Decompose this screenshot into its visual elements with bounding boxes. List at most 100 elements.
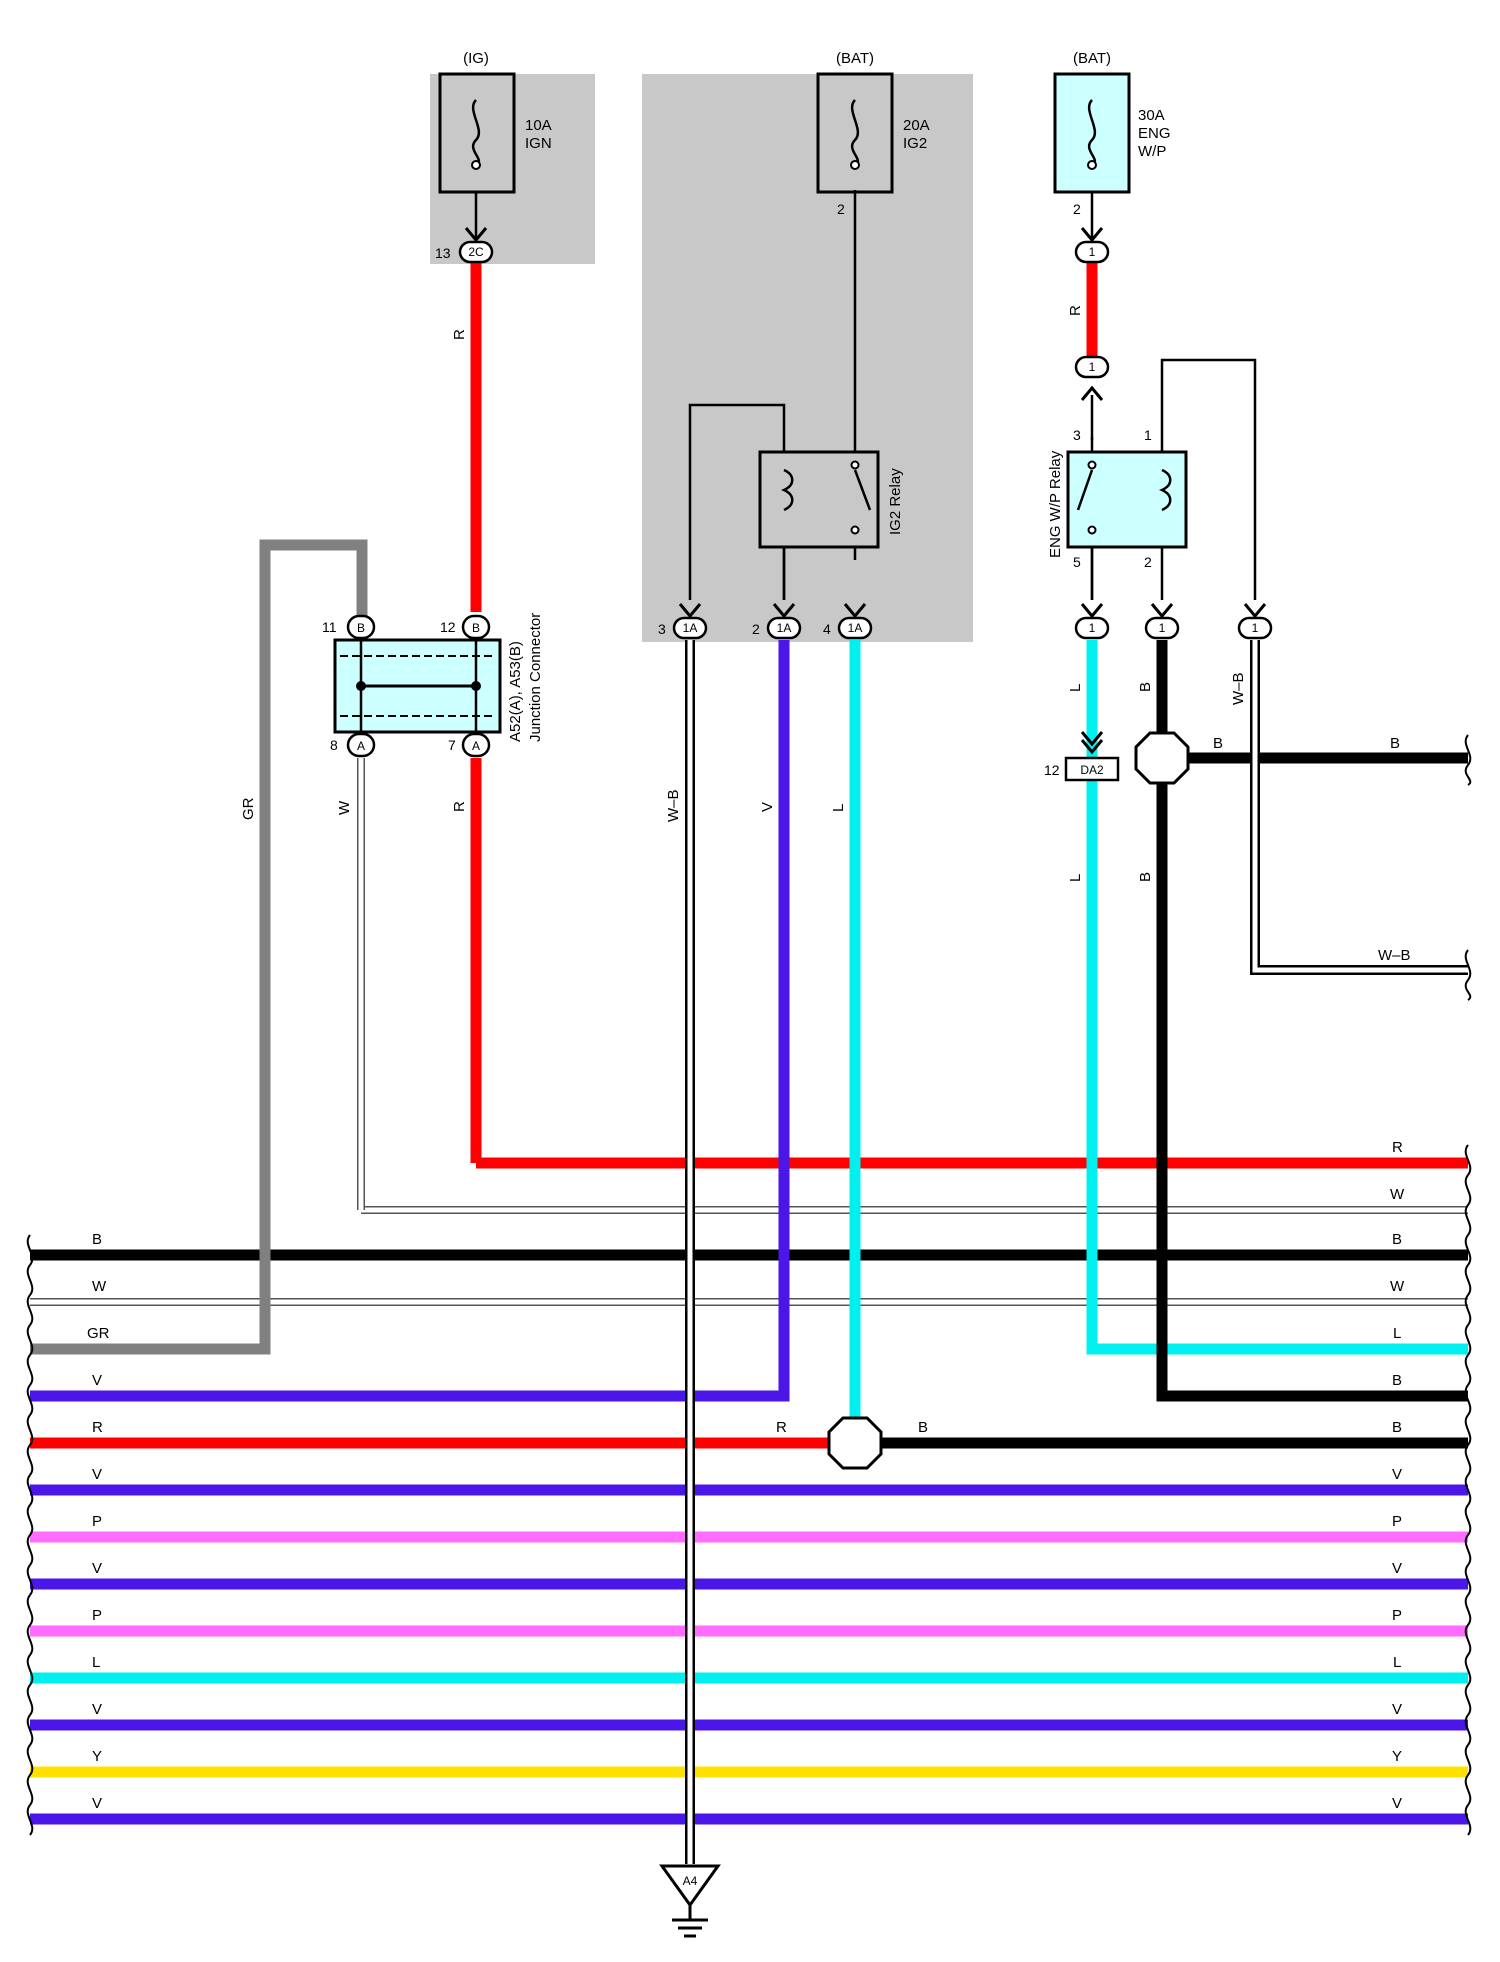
conn-A-2: A <box>472 739 480 753</box>
pin-4-b: 4 <box>823 621 831 637</box>
bus-right-label: V <box>1392 1795 1402 1812</box>
wire-label-eng-b2: B <box>1137 872 1154 882</box>
bus-left-label: GR <box>87 1325 110 1342</box>
ground-a4 <box>659 1864 721 1938</box>
pin-3: 3 <box>1073 427 1081 443</box>
conn-1-e: 1 <box>1252 621 1259 635</box>
bus-left-label: V <box>92 1701 102 1718</box>
splice-eng-b <box>1134 731 1190 785</box>
bus-right-labels: R W B W L B B V P V P L V Y V <box>1390 1139 1405 1812</box>
pin-1: 1 <box>1144 427 1152 443</box>
conn-1-a: 1 <box>1089 245 1096 259</box>
bus-right-label: W <box>1390 1186 1405 1203</box>
wire-label-jc-r: R <box>451 801 468 812</box>
supply-bat2-label: (BAT) <box>1073 50 1111 67</box>
wire-label-eng-l2: L <box>1067 874 1084 882</box>
bus-right-label: P <box>1392 1513 1402 1530</box>
conn-A-1: A <box>357 739 365 753</box>
bus-right-label: B <box>1392 1372 1402 1389</box>
conn-1A-3: 1A <box>848 621 863 635</box>
wire-eng-l <box>1086 640 1468 1355</box>
conn-1-c: 1 <box>1089 621 1096 635</box>
conn-2C: 2C <box>468 245 484 259</box>
bus-right-label: B <box>1392 1231 1402 1248</box>
wire-label-branch-b2: B <box>1390 735 1400 752</box>
bus-left-label: V <box>92 1560 102 1577</box>
bus-right-label: R <box>1392 1139 1403 1156</box>
conn-A4: A4 <box>683 1874 698 1888</box>
bus-left-labels: B W GR V R V P V P L V Y V <box>87 1231 110 1812</box>
wire-label-jc-w: W <box>336 800 353 815</box>
relay-engwp <box>1066 437 1188 600</box>
pin-11: 11 <box>322 619 337 635</box>
wire-label-splice-r: R <box>776 1419 787 1436</box>
relay-ig2 <box>758 450 880 549</box>
pin-13: 13 <box>435 245 451 261</box>
bus-left-label: Y <box>92 1748 102 1765</box>
bus-right-label: V <box>1392 1466 1402 1483</box>
relay-ig2-label: IG2 Relay <box>887 468 904 535</box>
bus-left-label: V <box>92 1372 102 1389</box>
pin-2-b: 2 <box>752 621 760 637</box>
supply-ig-label: (IG) <box>463 50 489 67</box>
pin-2-ig2: 2 <box>837 201 845 217</box>
bus-left-label: V <box>92 1795 102 1812</box>
wire-label-branch-wb: W–B <box>1378 947 1411 964</box>
fuse-ign-name: IGN <box>525 135 552 152</box>
fuse-engwp-name1: ENG <box>1138 125 1171 142</box>
conn-1A-2: 1A <box>777 621 792 635</box>
fuse-ig2 <box>816 72 894 194</box>
wire-label-eng-l1: L <box>1067 684 1084 692</box>
relay-engwp-label: ENG W/P Relay <box>1047 450 1064 558</box>
fuse-engwp-name2: W/P <box>1138 143 1166 160</box>
bus-left-label: B <box>92 1231 102 1248</box>
junction-label-2: Junction Connector <box>527 613 544 742</box>
pin-5: 5 <box>1073 554 1081 570</box>
junction-connector <box>333 638 502 734</box>
wire-label-eng-b1: B <box>1137 682 1154 692</box>
connector-ovals <box>346 227 1273 782</box>
supply-bat1-label: (BAT) <box>836 50 874 67</box>
pin-12: 12 <box>440 619 456 635</box>
wire-label-wb-main: W–B <box>665 789 682 822</box>
wire-branch-wb <box>1252 640 1468 973</box>
bus-right-label: V <box>1392 1701 1402 1718</box>
bus-right-label: L <box>1393 1325 1401 1342</box>
wire-label-ign-r: R <box>451 329 468 340</box>
bus-wire-gr <box>30 539 368 1355</box>
wire-label-v-main: V <box>759 802 776 812</box>
fuse-ig2-name: IG2 <box>903 135 927 152</box>
pin-12-b: 12 <box>1044 762 1060 778</box>
conn-1-b: 1 <box>1089 360 1096 374</box>
bus-left-label: V <box>92 1466 102 1483</box>
fuse-engwp <box>1053 72 1131 240</box>
bus-edge-markers <box>26 734 1472 1836</box>
wire-label-eng-r: R <box>1067 305 1084 316</box>
conn-DA2: DA2 <box>1080 763 1104 777</box>
bus-right-label: V <box>1392 1560 1402 1577</box>
fuse-engwp-amp: 30A <box>1138 107 1165 124</box>
wire-label-jc-gr: GR <box>240 797 257 820</box>
bus-left-label: P <box>92 1607 102 1624</box>
bus-left-label: L <box>92 1654 100 1671</box>
pin-2-relay: 2 <box>1144 554 1152 570</box>
fuse-ig2-amp: 20A <box>903 117 930 134</box>
bus-left-label: W <box>92 1278 107 1295</box>
bus-right-label: Y <box>1392 1748 1402 1765</box>
bus-right-label: L <box>1393 1654 1401 1671</box>
bus-wire-v1 <box>30 640 790 1402</box>
bus-right-label: W <box>1390 1278 1405 1295</box>
pin-2-eng: 2 <box>1073 201 1081 217</box>
pin-8: 8 <box>330 737 338 753</box>
wire-label-splice-b: B <box>918 1419 928 1436</box>
pin-7: 7 <box>448 737 456 753</box>
wire-label-l-main: L <box>830 804 847 812</box>
bus-right-label: B <box>1392 1419 1402 1436</box>
bus-left-label: R <box>92 1419 103 1436</box>
junction-label-1: A52(A), A53(B) <box>507 641 524 742</box>
conn-1A-1: 1A <box>683 621 698 635</box>
shade-relay-block <box>642 74 973 642</box>
bus-right-label: P <box>1392 1607 1402 1624</box>
conn-B-2: B <box>472 621 480 635</box>
